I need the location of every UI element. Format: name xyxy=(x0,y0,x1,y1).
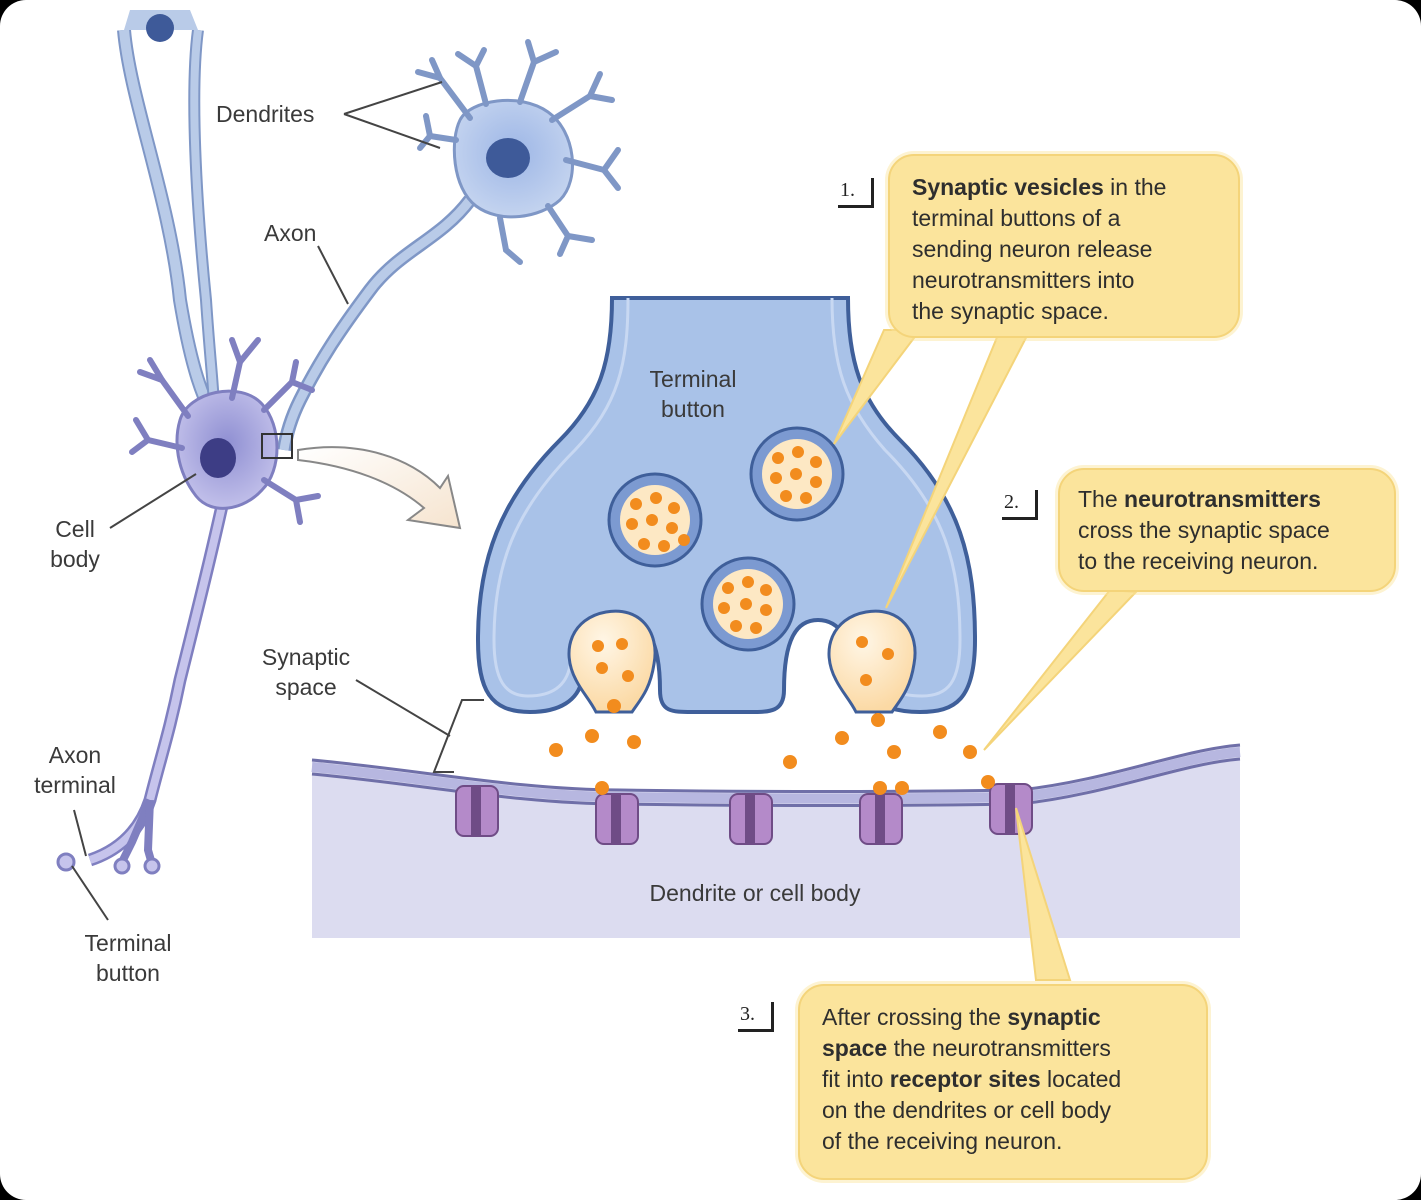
callout-text: sending neuron release xyxy=(912,236,1153,262)
callout-bold-term: space xyxy=(822,1035,888,1061)
callout-line: space the neurotransmitters xyxy=(822,1033,1206,1064)
label-dendrites: Dendrites xyxy=(216,101,315,127)
released-neurotransmitters xyxy=(549,699,995,795)
callout-bold-term: Synaptic vesicles xyxy=(912,174,1104,200)
docking-vesicle-left xyxy=(567,609,657,714)
callout-text: in the xyxy=(1103,174,1167,200)
receptor-site xyxy=(595,793,639,845)
callout-line: Synaptic vesicles in the xyxy=(912,172,1238,203)
callout-bold-term: receptor sites xyxy=(889,1066,1041,1092)
lower-left-neuron xyxy=(56,337,321,875)
callout-bold-term: neurotransmitters xyxy=(1124,486,1321,512)
callout-line: fit into receptor sites located xyxy=(822,1064,1206,1095)
callout-line: neurotransmitters into xyxy=(912,265,1238,296)
callout-text: neurotransmitters into xyxy=(912,267,1135,293)
callout-line: on the dendrites or cell body xyxy=(822,1095,1206,1126)
callout-text: After crossing the xyxy=(822,1004,1008,1030)
callout-line: of the receiving neuron. xyxy=(822,1126,1206,1157)
receiving-membrane-outer xyxy=(311,743,1241,793)
callout-line: to the receiving neuron. xyxy=(1078,546,1394,577)
callout-text: located xyxy=(1040,1066,1122,1092)
receptor-site xyxy=(989,783,1033,835)
callout-bold-term: synaptic xyxy=(1007,1004,1101,1030)
label-axon: Axon xyxy=(264,220,317,246)
receptor-site xyxy=(729,793,773,845)
label-dendrite-or-cell-body: Dendrite or cell body xyxy=(649,880,861,906)
callout-text: to the receiving neuron. xyxy=(1078,548,1319,574)
label-leader-lines xyxy=(71,81,443,921)
upper-right-neuron xyxy=(277,39,621,452)
callout-pointers xyxy=(833,329,1139,981)
neurotransmitters-in-vesicles xyxy=(592,446,894,686)
docking-vesicle-right xyxy=(827,609,917,714)
callout-text: on the dendrites or cell body xyxy=(822,1097,1111,1123)
sending-neuron xyxy=(117,10,220,414)
callout-line: the synaptic space. xyxy=(912,296,1238,327)
callout-line: sending neuron release xyxy=(912,234,1238,265)
callout-text: the synaptic space. xyxy=(912,298,1109,324)
callout-line: terminal buttons of a xyxy=(912,203,1238,234)
callout-text: fit into xyxy=(822,1066,890,1092)
callout-line: After crossing the synaptic xyxy=(822,1002,1206,1033)
magnify-arrow xyxy=(297,446,462,530)
callout-text: terminal buttons of a xyxy=(912,205,1121,231)
step-marker-3: 3. xyxy=(738,1002,774,1032)
callout-text: cross the synaptic space xyxy=(1078,517,1330,543)
callout-text: the neurotransmitters xyxy=(887,1035,1111,1061)
callout-text: The xyxy=(1078,486,1125,512)
callout-line: The neurotransmitters xyxy=(1078,484,1394,515)
callout-line: cross the synaptic space xyxy=(1078,515,1394,546)
receptor-sites xyxy=(455,783,1033,845)
receptor-site xyxy=(859,793,903,845)
callout-text: of the receiving neuron. xyxy=(822,1128,1063,1154)
step-marker-2: 2. xyxy=(1002,490,1038,520)
synaptic-space-bracket xyxy=(432,699,484,773)
receptor-site xyxy=(455,785,499,837)
receiving-neuron-region xyxy=(312,745,1240,938)
step-marker-1: 1. xyxy=(838,178,874,208)
